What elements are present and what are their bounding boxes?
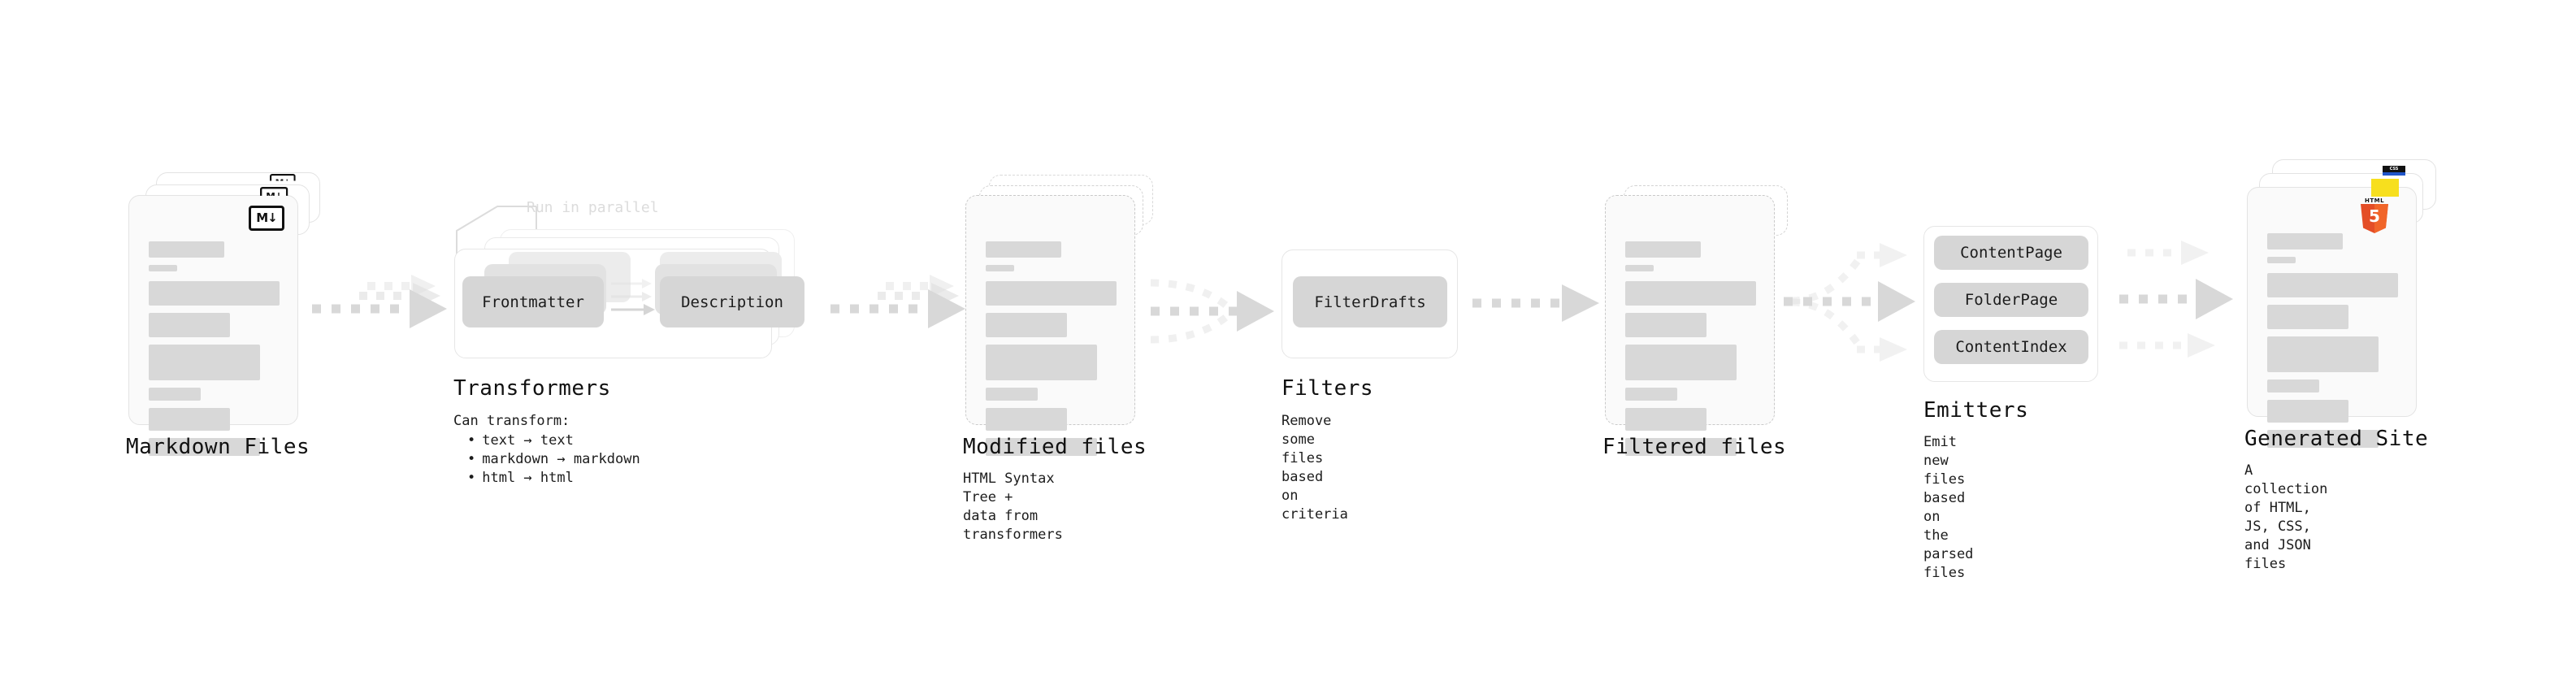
connector-frontmatter-to-description [611, 279, 655, 315]
html5-badge-caption: HTML [2364, 197, 2385, 204]
html5-badge-number: 5 [2369, 206, 2380, 226]
markdown-badge-ghost-2: M↓ [270, 174, 296, 181]
connector-emitters-to-site [2119, 241, 2233, 358]
connector-filters-to-filtered [1472, 284, 1599, 322]
modified-placeholder-lines [986, 241, 1117, 463]
stage-generated-site: CSS HTML 5 Generated Site A collection o… [0, 0, 2436, 572]
generated-site-description: A collection of HTML, JS, CSS, and JSON … [2244, 462, 2328, 572]
connector-transformers-to-modified [830, 275, 965, 328]
markdown-files-title: Markdown Files [126, 435, 310, 459]
emitter-chip-contentpage[interactable]: ContentPage [1934, 236, 2088, 270]
site-placeholder-lines [2267, 233, 2398, 455]
generated-site-title: Generated Site [2244, 427, 2429, 451]
run-in-parallel-label: Run in parallel [527, 199, 659, 216]
filters-description: Remove some files based on criteria [1281, 413, 1348, 523]
filtered-files-title: Filtered files [1602, 435, 1787, 459]
emitter-chip-folderpage[interactable]: FolderPage [1934, 283, 2088, 317]
transformers-bullet-item: text → text [467, 432, 640, 450]
connector-filtered-to-emitters [1784, 243, 1915, 362]
connector-modified-to-filters [1150, 279, 1274, 344]
transformers-title: Transformers [453, 376, 611, 401]
filtered-placeholder-lines [1625, 241, 1756, 463]
transformers-bullets-header: Can transform: [453, 413, 570, 429]
filtered-card [1605, 195, 1775, 456]
emitters-description: Emit new files based on the parsed files [1923, 434, 1974, 581]
modified-files-title: Modified files [963, 435, 1147, 459]
markdown-badge-ghost-1: M↓ [260, 187, 288, 196]
connector-md-to-transformers [312, 275, 447, 328]
html5-badge: HTML 5 [2359, 197, 2390, 233]
filter-chip-filterdrafts[interactable]: FilterDrafts [1293, 276, 1447, 327]
modified-card [965, 195, 1135, 456]
transformers-bullet-item: markdown → markdown [467, 450, 640, 469]
transformers-bullet-item: html → html [467, 469, 640, 488]
run-in-parallel-bracket [456, 206, 537, 257]
js-badge [2371, 179, 2399, 197]
markdown-badge: M↓ [249, 206, 284, 231]
transformer-chip-frontmatter[interactable]: Frontmatter [462, 276, 604, 327]
transformers-bullet-list: Can transform: text → text markdown → ma… [453, 412, 640, 488]
emitters-title: Emitters [1923, 398, 2029, 423]
markdown-placeholder-lines [149, 241, 280, 463]
css-badge: CSS [2383, 166, 2405, 176]
filters-title: Filters [1281, 376, 1374, 401]
site-card [2247, 187, 2417, 448]
modified-files-description: HTML Syntax Tree + data from transformer… [963, 471, 1063, 543]
transformer-chip-description[interactable]: Description [660, 276, 804, 327]
markdown-card [128, 195, 298, 456]
emitter-chip-contentindex[interactable]: ContentIndex [1934, 330, 2088, 364]
html5-shield-icon [2361, 204, 2388, 233]
